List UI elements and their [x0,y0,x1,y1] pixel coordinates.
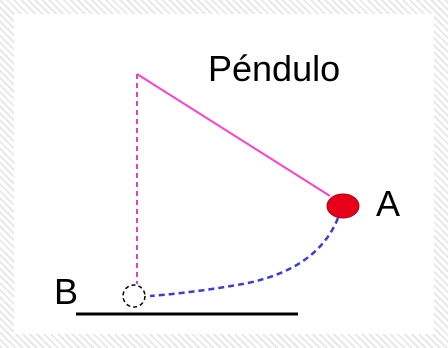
swing-trajectory [149,217,340,298]
pendulum-bob-a [326,193,360,219]
point-b-label: B [54,271,78,312]
diagram-title: Péndulo [208,48,340,89]
pendulum-bob-b [122,284,146,308]
point-a-label: A [376,183,400,224]
pendulum-string [136,73,331,197]
